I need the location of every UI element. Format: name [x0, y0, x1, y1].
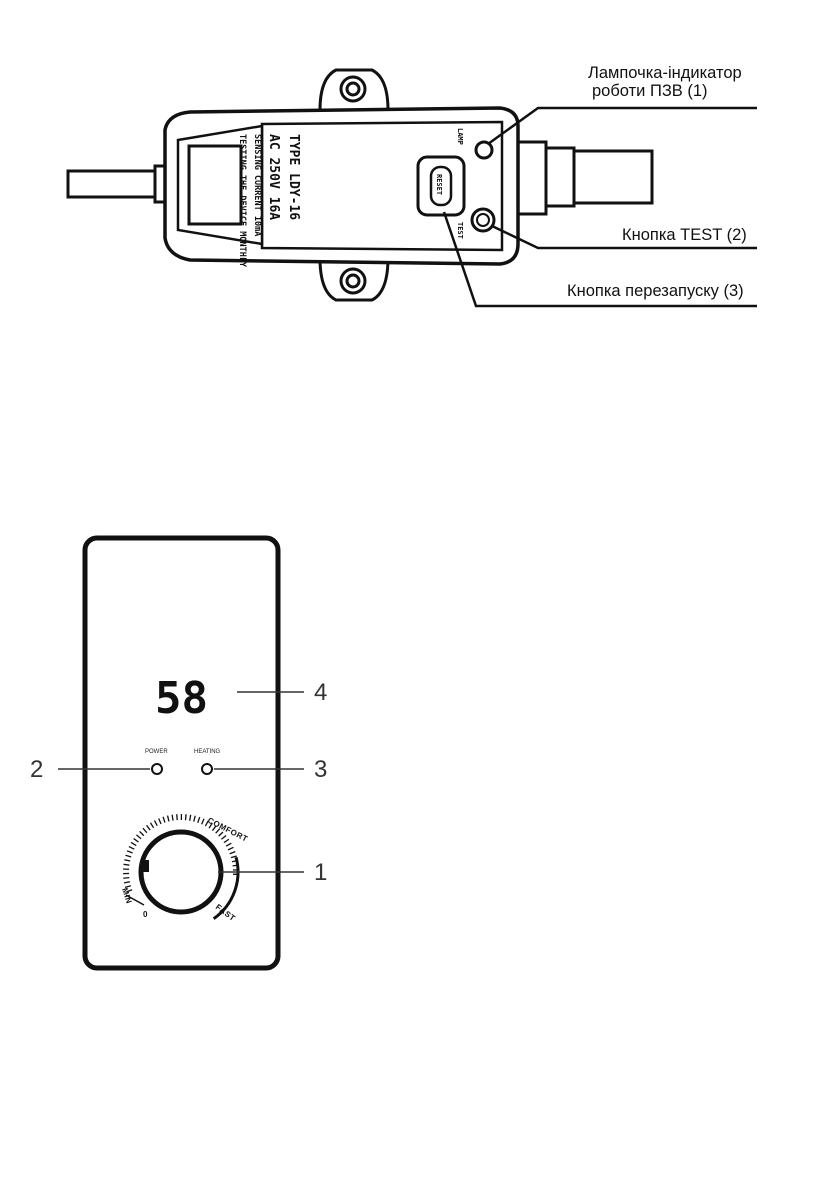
heating-label: HEATING — [194, 749, 221, 755]
temperature-display: 58 — [155, 673, 208, 724]
leader-reset — [442, 211, 757, 308]
dial-tick — [124, 885, 132, 889]
dial-tick — [128, 845, 135, 850]
control-panel: 58 4 POWER HEATING 2 3 COMFORT FAST MIN … — [30, 535, 327, 971]
dial-tick — [153, 820, 158, 827]
dial-tick — [193, 815, 196, 822]
svg-text:TYPE LDY-16: TYPE LDY-16 — [286, 134, 301, 220]
leader-test — [491, 224, 757, 250]
dial-tick — [142, 827, 148, 834]
dial-tick — [223, 838, 230, 844]
dial-tick — [146, 824, 151, 831]
dial-tick — [123, 876, 130, 879]
reset-button[interactable]: RESET — [416, 155, 466, 217]
dial-tick — [126, 889, 133, 893]
dial-scale-ticks — [123, 813, 239, 893]
dial-tick — [162, 816, 166, 823]
dial-label-zero: 0 — [143, 910, 148, 919]
dial-tick — [123, 863, 130, 866]
strain-relief-inner — [516, 140, 548, 216]
dial-tick — [230, 855, 237, 859]
dial-tick — [136, 834, 142, 840]
test-button[interactable] — [470, 207, 496, 233]
dial-tick — [171, 814, 174, 821]
dial-tick — [204, 820, 209, 827]
callout-4: 4 — [314, 679, 327, 706]
temperature-dial[interactable] — [123, 813, 240, 920]
output-cable — [570, 149, 654, 205]
indicator-lamp — [474, 140, 494, 160]
power-indicator — [151, 763, 163, 775]
dial-tick — [201, 818, 205, 825]
svg-text:TEST: TEST — [456, 222, 464, 239]
callout-1: 1 — [314, 859, 327, 886]
mounting-ear-bottom — [318, 256, 390, 302]
leader-indicator — [487, 106, 757, 146]
dial-knob[interactable] — [138, 829, 224, 915]
dial-tick — [208, 822, 213, 829]
dial-tick — [227, 846, 234, 851]
dial-zero-tick — [125, 894, 145, 906]
dial-tick — [189, 814, 192, 821]
svg-text:SENSING CURRENT 10mA: SENSING CURRENT 10mA — [252, 134, 262, 236]
dial-tick — [221, 834, 227, 840]
mounting-ear-top — [318, 68, 390, 112]
panel-frame — [82, 535, 281, 971]
dial-tick — [133, 838, 139, 843]
svg-text:RESET: RESET — [435, 174, 443, 195]
dial-tick — [197, 816, 201, 823]
plug-window — [187, 144, 243, 226]
dial-tick — [215, 828, 221, 834]
svg-text:AC 250V 16A: AC 250V 16A — [266, 134, 281, 220]
dial-range-arc — [212, 856, 240, 920]
dial-tick — [149, 822, 155, 829]
dial-tick — [184, 814, 187, 821]
label-indicator-line1: Лампочка-індикатор — [588, 64, 742, 82]
dial-tick — [229, 850, 236, 855]
power-label: POWER — [145, 749, 168, 755]
dial-tick — [125, 854, 132, 858]
dial-tick — [130, 841, 137, 847]
svg-text:LAMP: LAMP — [456, 128, 464, 145]
heating-indicator — [201, 763, 213, 775]
dial-tick — [158, 818, 162, 825]
dial-tick — [225, 842, 232, 847]
dial-tick — [218, 831, 224, 837]
dial-tick — [124, 859, 131, 862]
callout-2: 2 — [30, 756, 43, 783]
strain-relief-outer — [542, 146, 576, 208]
label-test-button: Кнопка TEST (2) — [622, 226, 747, 244]
dial-tick — [126, 850, 133, 854]
dial-tick — [166, 815, 170, 822]
rcd-device: TYPE LDY-16 AC 250V 16A SENSING CURRENT … — [66, 64, 757, 308]
label-indicator-line2: роботи ПЗВ (1) — [592, 82, 708, 100]
callout-3: 3 — [314, 756, 327, 783]
label-reset-button: Кнопка перезапуску (3) — [567, 282, 744, 300]
dial-tick — [211, 825, 217, 831]
svg-text:TESTING THE DEVICE MONTHLY: TESTING THE DEVICE MONTHLY — [237, 134, 247, 268]
dial-pointer — [141, 860, 149, 872]
input-cable — [66, 169, 162, 199]
dial-tick — [123, 881, 131, 884]
rcd-label-text: TYPE LDY-16 — [286, 134, 301, 220]
dial-tick — [139, 830, 145, 837]
